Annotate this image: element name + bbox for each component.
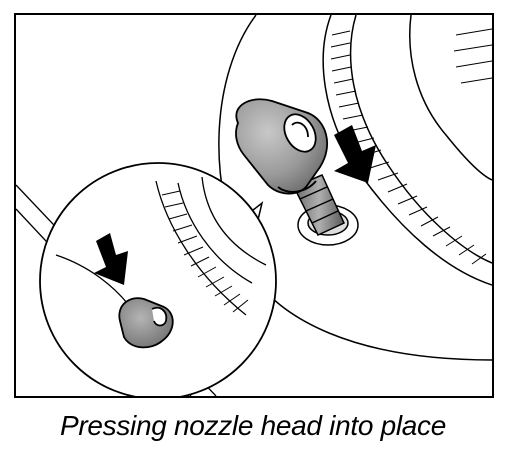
closeup-callout [39,162,277,396]
nozzle-tip-closeup [118,297,174,349]
rib-lines [453,28,492,84]
illustration-frame [14,13,494,398]
nozzle-stem [292,174,345,236]
down-arrow-icon [334,125,376,183]
nozzle-head [235,98,329,195]
ridge-hatching [330,30,487,265]
line-drawing [16,15,492,396]
down-arrow-icon [94,233,128,285]
figure-caption: Pressing nozzle head into place [59,410,447,441]
